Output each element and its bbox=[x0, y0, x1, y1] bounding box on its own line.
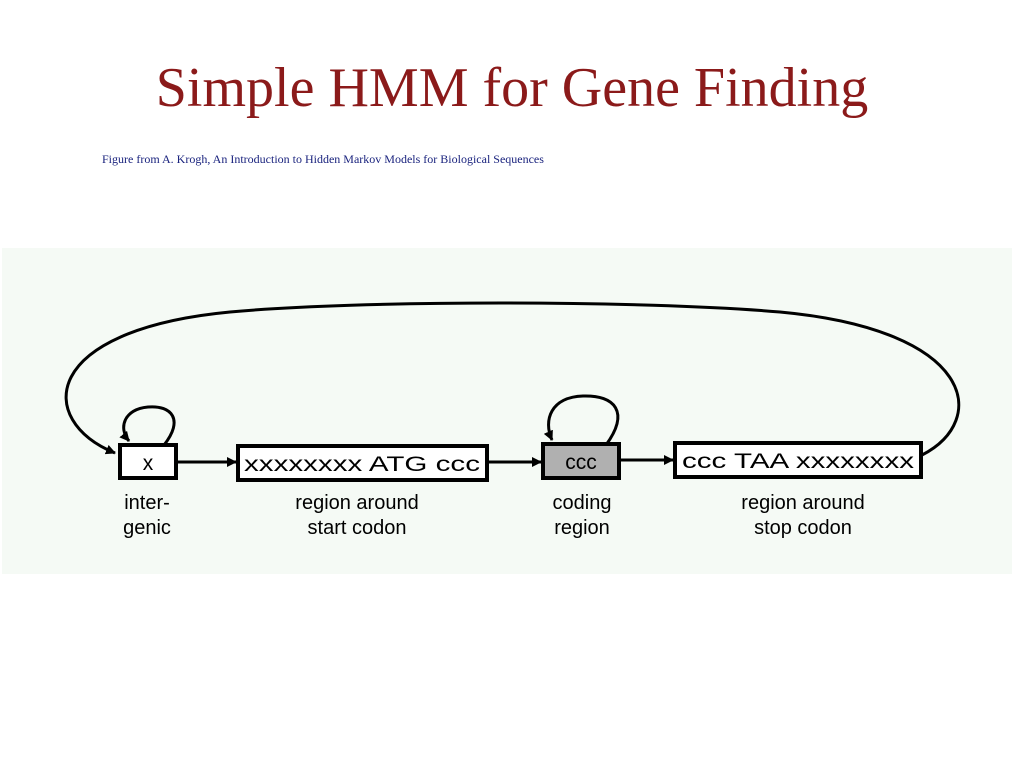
state-box bbox=[236, 444, 489, 482]
state-label-start-line1: region around bbox=[295, 492, 418, 514]
state-emission-text: ccc TAA xxxxxxxx bbox=[682, 450, 915, 473]
self-loop-intergenic-arrow bbox=[119, 405, 176, 446]
return-transition-arrow bbox=[64, 301, 961, 457]
state-label-coding-line1: coding bbox=[553, 492, 612, 514]
self-loop-coding-arrow bbox=[543, 394, 620, 446]
slide-title: Simple HMM for Gene Finding bbox=[155, 57, 869, 119]
state-intergenic: x bbox=[118, 443, 178, 480]
state-emission-text: xxxxxxxx ATG ccc bbox=[244, 453, 480, 476]
state-stop-region: ccc TAA xxxxxxxx bbox=[673, 441, 923, 479]
state-label-stop-line2: stop codon bbox=[754, 517, 852, 539]
state-label-intergenic-line2: genic bbox=[123, 517, 171, 539]
state-box bbox=[673, 441, 923, 479]
state-box bbox=[118, 443, 178, 480]
state-label-intergenic-line1: inter- bbox=[124, 492, 170, 514]
state-coding: ccc bbox=[541, 442, 621, 480]
state-label-coding-line2: region bbox=[554, 517, 610, 539]
state-label-stop-line1: region around bbox=[741, 492, 864, 514]
figure-caption: Figure from A. Krogh, An Introduction to… bbox=[102, 152, 544, 166]
state-label-start-line2: start codon bbox=[308, 517, 407, 539]
state-emission-text: ccc bbox=[565, 451, 597, 474]
state-emission-text: x bbox=[143, 452, 154, 475]
state-box bbox=[541, 442, 621, 480]
state-start-region: xxxxxxxx ATG ccc bbox=[236, 444, 489, 482]
